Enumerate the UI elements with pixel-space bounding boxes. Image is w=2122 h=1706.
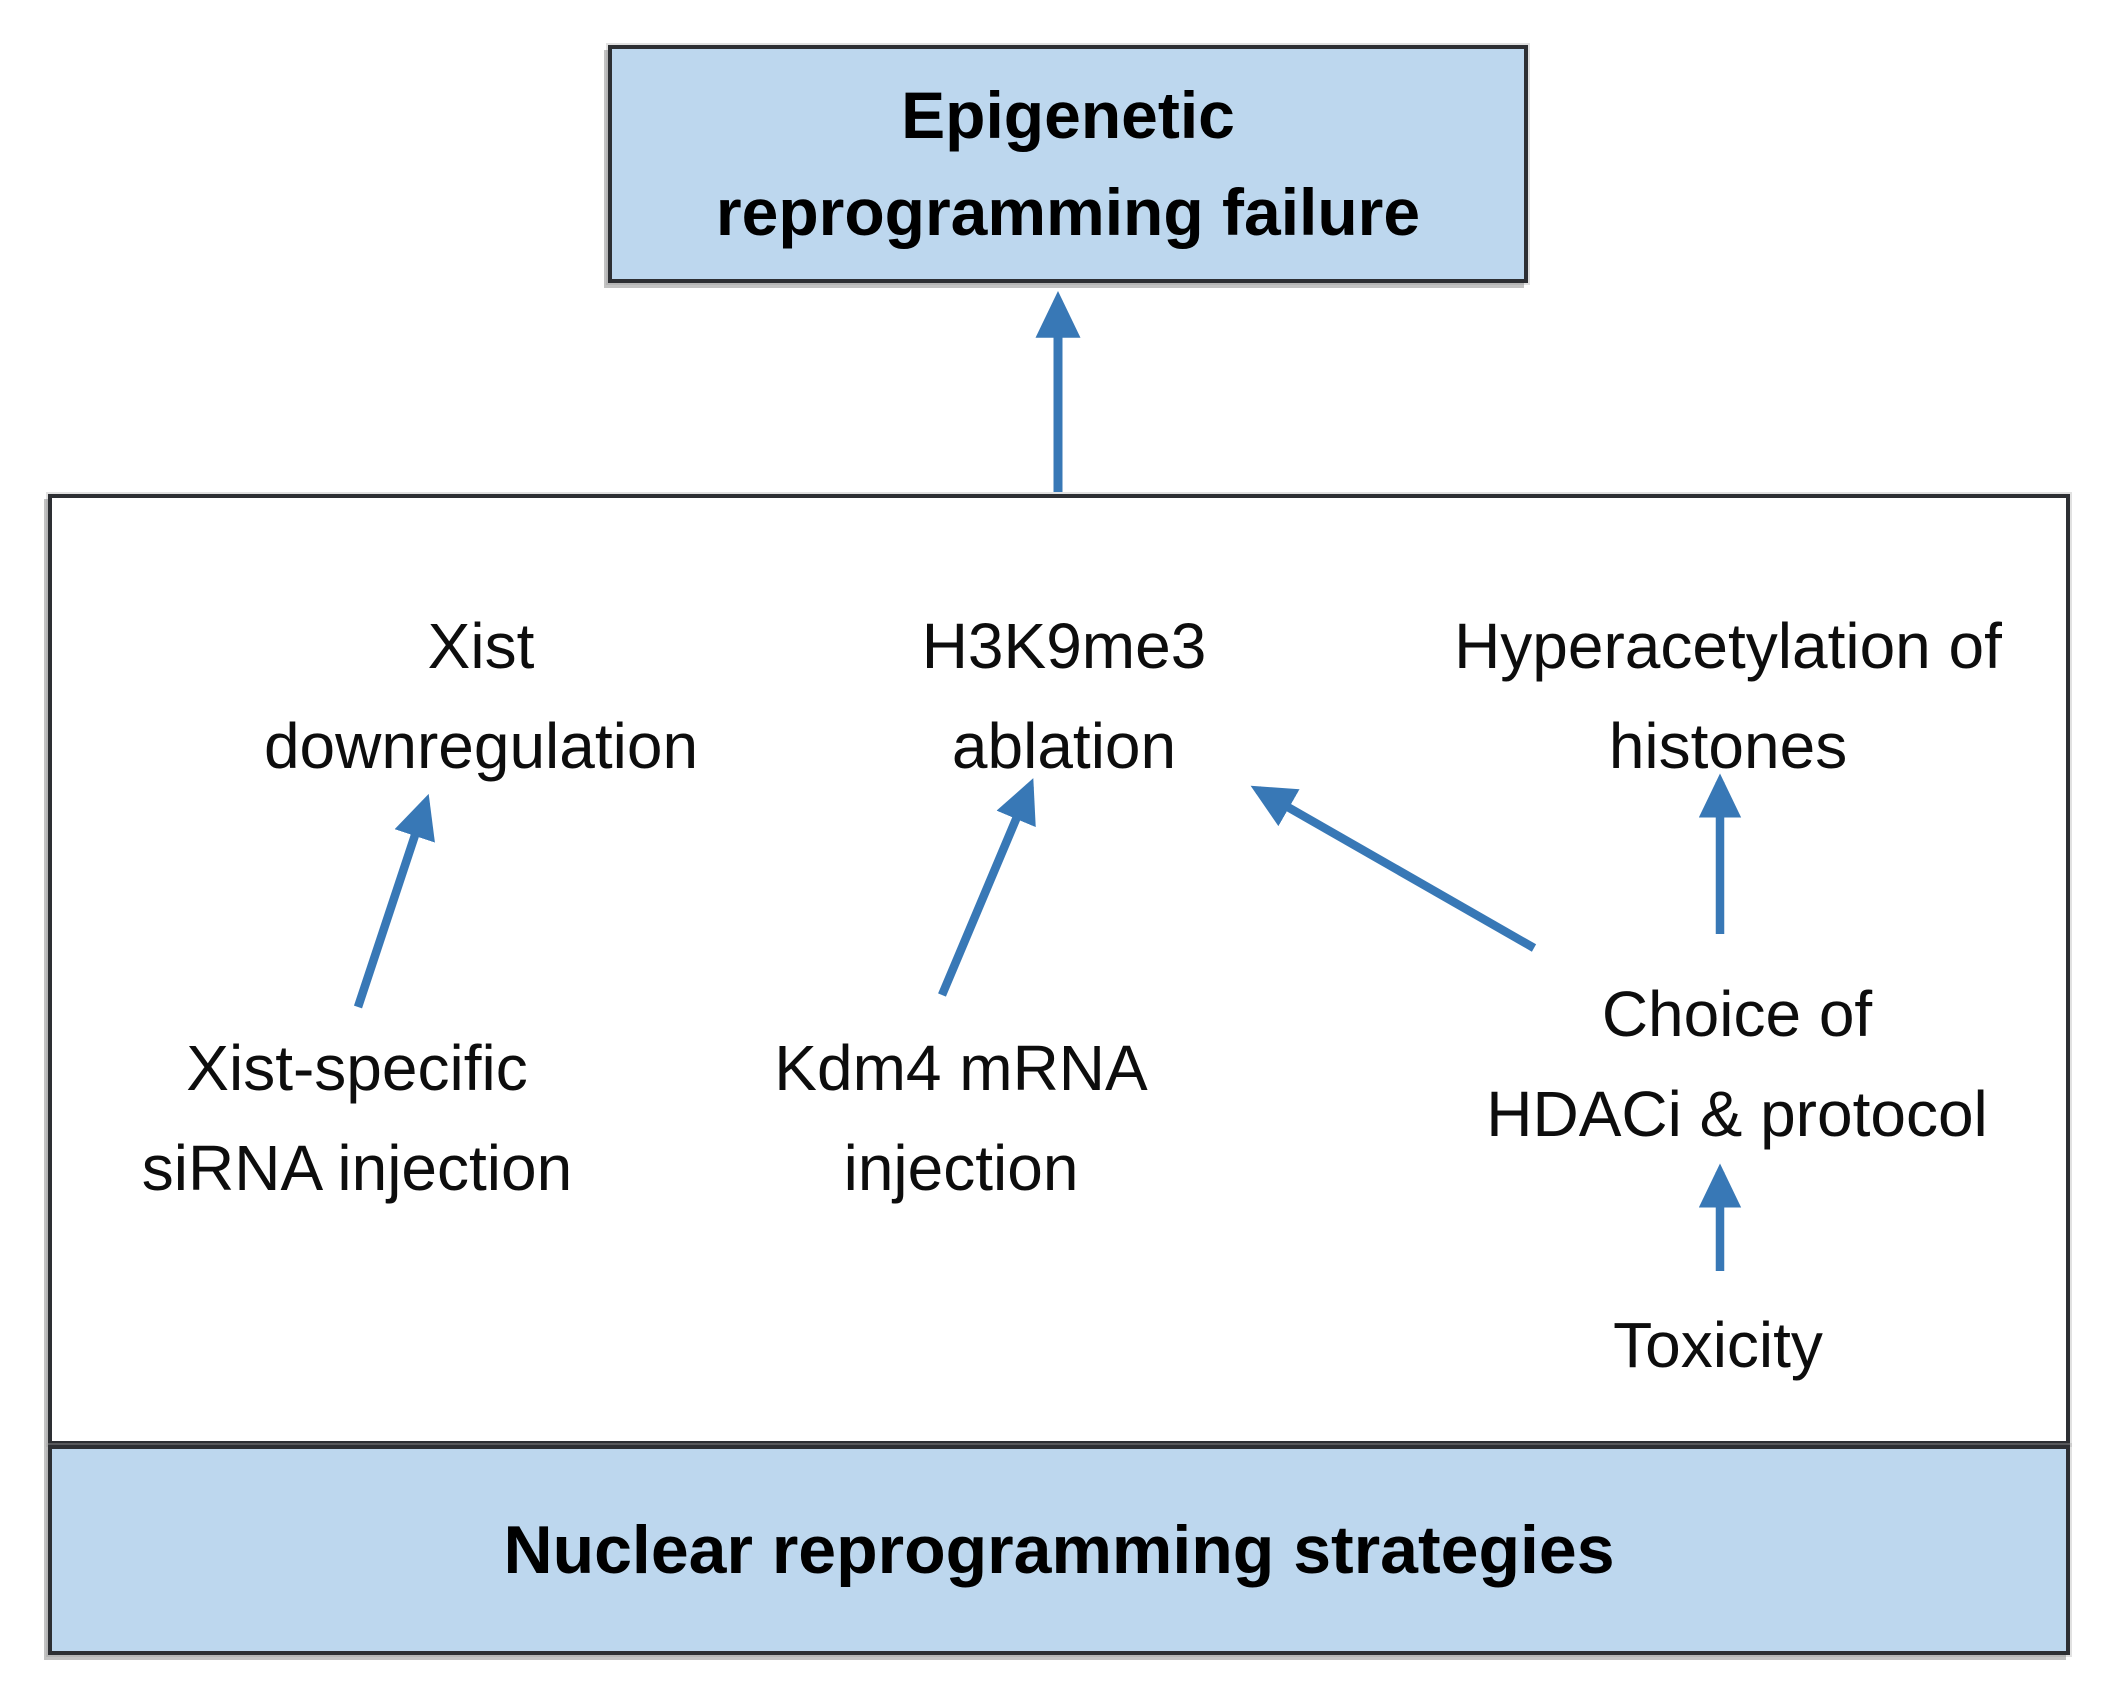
node-label-line: siRNA injection	[141, 1132, 573, 1204]
epigenetic-reprogramming-failure-box: Epigenetic reprogramming failure	[608, 45, 1528, 283]
node-label-line: downregulation	[263, 710, 699, 782]
node-label-line: Toxicity	[1613, 1309, 1823, 1381]
node-toxicity: Toxicity	[1468, 1295, 1968, 1395]
node-label-line: Choice of	[1601, 978, 1873, 1050]
node-label-line: HDACi & protocol	[1486, 1078, 1988, 1150]
node-label-line: Hyperacetylation of	[1454, 610, 2002, 682]
bottom-bar-label: Nuclear reprogramming strategies	[503, 1512, 1615, 1588]
node-label-line: Xist-specific	[186, 1032, 528, 1104]
node-xist-sirna-injection: Xist-specific siRNA injection	[57, 1018, 657, 1218]
node-label-line: injection	[843, 1132, 1079, 1204]
node-hyperacetylation-histones: Hyperacetylation of histones	[1378, 596, 2078, 796]
node-kdm4-mrna-injection: Kdm4 mRNA injection	[661, 1018, 1261, 1218]
title-line-2: reprogramming failure	[715, 175, 1421, 249]
node-label-line: Kdm4 mRNA	[774, 1032, 1148, 1104]
nuclear-reprogramming-strategies-bar: Nuclear reprogramming strategies	[48, 1445, 2070, 1655]
node-label-line: histones	[1608, 710, 1848, 782]
node-h3k9me3-ablation: H3K9me3 ablation	[764, 596, 1364, 796]
title-line-1: Epigenetic	[901, 78, 1235, 152]
node-label-line: H3K9me3	[921, 610, 1207, 682]
node-label-line: Xist	[427, 610, 535, 682]
node-label-line: ablation	[951, 710, 1177, 782]
node-choice-hdaci-protocol: Choice of HDACi & protocol	[1437, 964, 2037, 1164]
node-xist-downregulation: Xist downregulation	[161, 596, 801, 796]
